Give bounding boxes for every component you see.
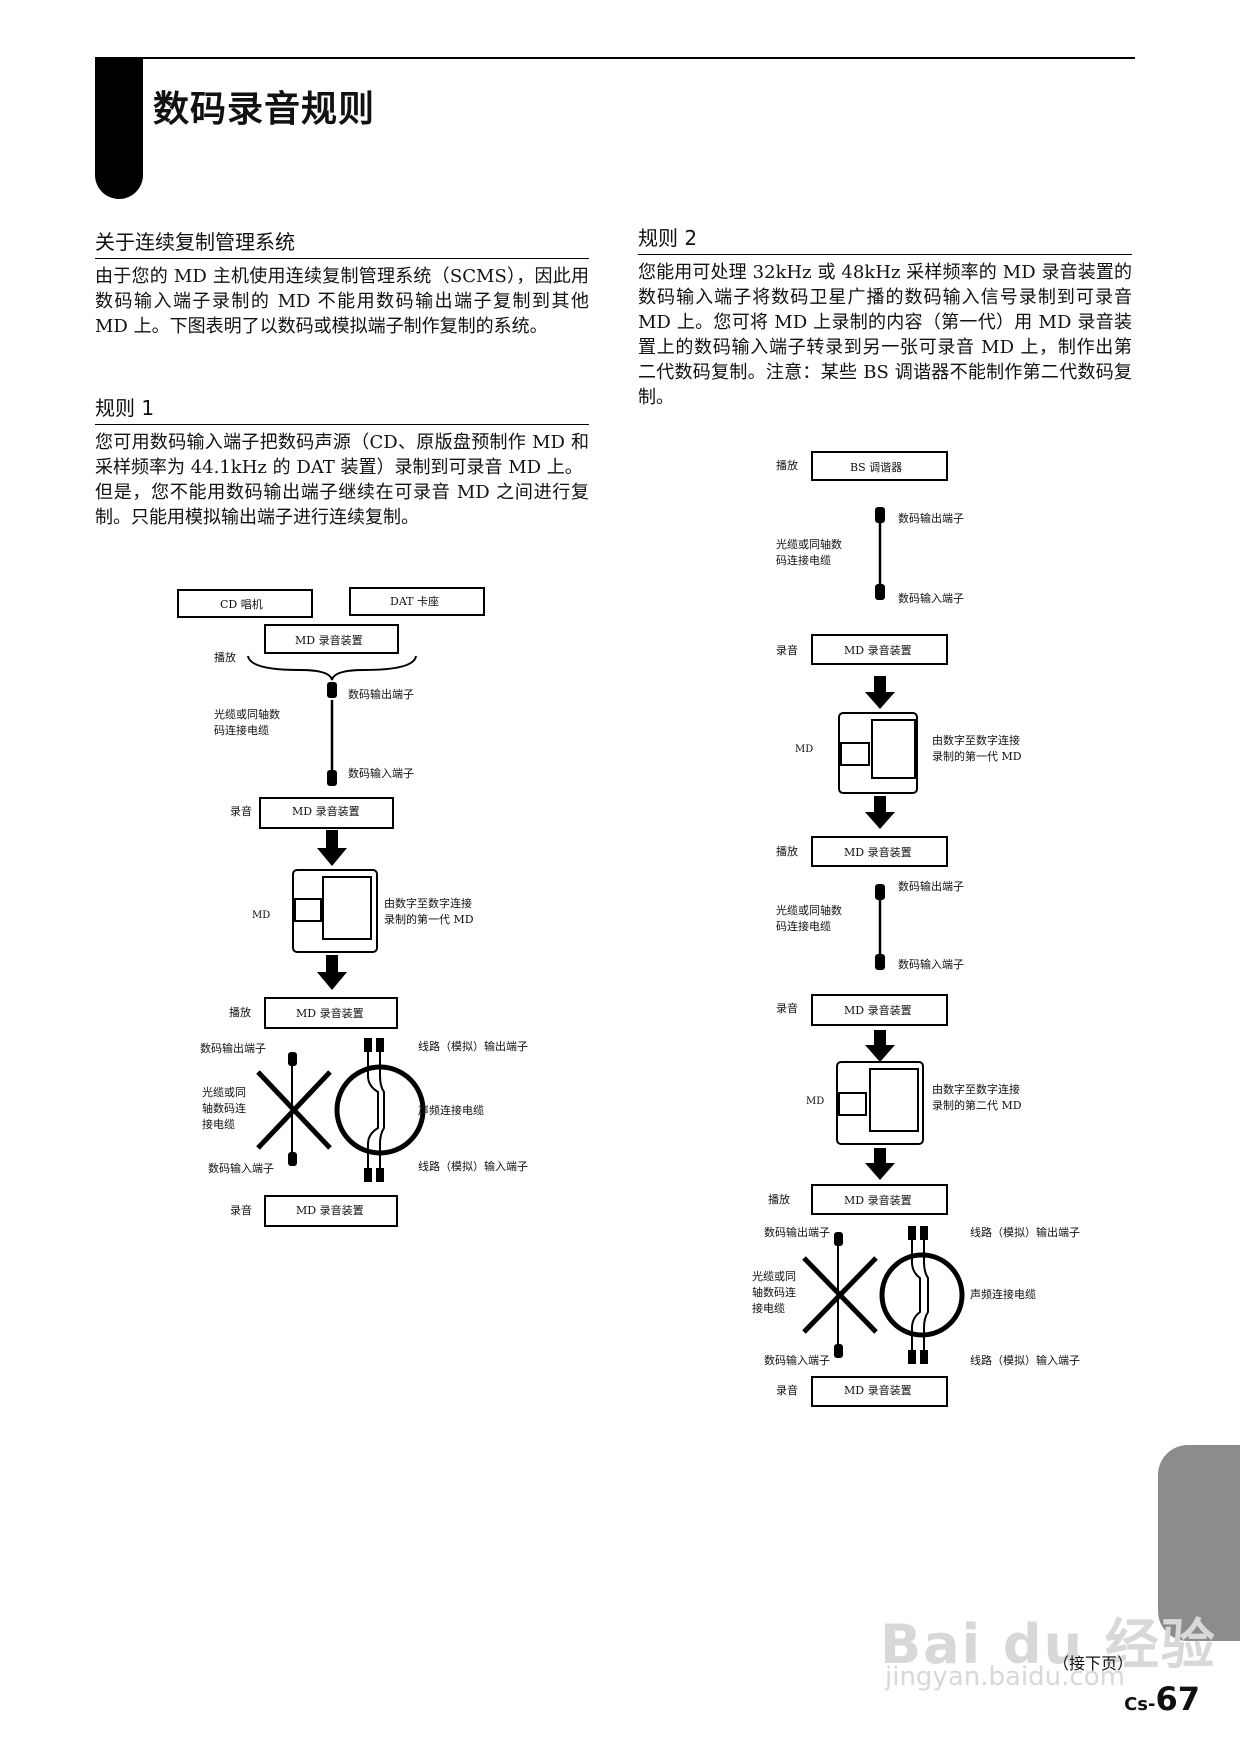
line-in-label-r: 线路（模拟）输入端子 [970,1353,1080,1367]
continued-note: （接下页） [1052,1654,1133,1673]
line-out-label-1: 线路（模拟）输出端子 [418,1039,528,1053]
cable-label-r1b: 码连接电缆 [776,554,831,567]
audio-cable-label-r: 声频连接电缆 [970,1287,1036,1301]
bs-tuner-label: BS 调谐器 [850,460,902,474]
digital-out-label-1: 数码输出端子 [348,687,414,701]
md-recorder-label-1: MD 录音装置 [295,633,363,647]
play-label-2: 播放 [229,1005,251,1019]
first-gen-label-r1a: 由数字至数字连接 [932,733,1020,747]
first-gen-label-1a: 由数字至数字连接 [384,896,472,910]
md-label-r2: MD [806,1096,824,1107]
dat-deck-box [349,587,485,616]
cable-label-r1a: 光缆或同轴数 [776,537,842,551]
cable-label-1a: 光缆或同轴数 [214,707,280,721]
play-label-r3: 播放 [768,1192,790,1206]
page-title: 数码录音规则 [153,89,376,130]
md-recorder-label-r3: MD 录音装置 [844,1003,912,1017]
rule1-text-1: 您可用数码输入端子把数码声源（CD、原版盘预制作 MD 和采样频率为 44.1k… [95,432,589,478]
watermark-url: jingyan.baidu.com [885,1662,1125,1692]
analog-circle-r [879,1252,965,1338]
audio-cable-label-1: 声频连接电缆 [418,1103,484,1117]
first-gen-label-1b: 录制的第一代 MD [384,912,474,926]
md-recorder-box-4 [264,1195,398,1227]
first-gen-label-r1b: 录制的第一代 MD [932,749,1022,763]
top-rule [95,57,1135,59]
scms-text: 由于您的 MD 主机使用连续复制管理系统（SCMS），因此用数码输入端子录制的 … [95,266,589,337]
page-prefix: Cs- [1124,1694,1156,1715]
digital-in-label-1: 数码输入端子 [348,766,414,780]
digital-in-label-2: 数码输入端子 [208,1161,274,1175]
md-recorder-label-r5: MD 录音装置 [844,1383,912,1397]
cable-label-r2a: 光缆或同轴数 [776,903,842,917]
digital-in-label-r2: 数码输入端子 [898,957,964,971]
rule1-paragraph: 您可用数码输入端子把数码声源（CD、原版盘预制作 MD 和采样频率为 44.1k… [95,430,589,530]
page-number: Cs-67 [1124,1680,1200,1718]
side-tab [1158,1445,1240,1641]
play-label-1: 播放 [214,650,236,664]
md-recorder-box-r1 [811,634,948,665]
bs-tuner-box [811,451,948,481]
md-recorder-label-4: MD 录音装置 [296,1203,364,1217]
cable3-label-b: 轴数码连 [202,1101,246,1115]
line-in-label-1: 线路（模拟）输入端子 [418,1159,528,1173]
md-label-1: MD [252,910,270,921]
watermark: Bai du 经验 [880,1613,1217,1676]
md-recorder-label-r4: MD 录音装置 [844,1193,912,1207]
rule1-heading: 规则 1 [95,392,589,425]
md-recorder-label-2: MD 录音装置 [292,804,360,818]
rule2-heading: 规则 2 [638,222,1132,255]
cable3-label-a: 光缆或同 [202,1085,246,1099]
play-brace [247,655,417,681]
md-recorder-box-2 [259,797,394,829]
record-label-r3: 录音 [776,1383,798,1397]
md-recorder-box-r3 [811,994,948,1026]
digital-out-label-2: 数码输出端子 [200,1041,266,1055]
record-label-r2: 录音 [776,1001,798,1015]
record-label-1: 录音 [230,804,252,818]
section-heading-scms: 关于连续复制管理系统 [95,226,589,259]
dat-deck-label: DAT 卡座 [390,594,439,608]
md-disc-r1 [838,712,918,794]
cd-player-box [177,589,313,618]
md-recorder-label-3: MD 录音装置 [296,1006,364,1020]
play-label-r1: 播放 [776,458,798,472]
digital-in-label-r3: 数码输入端子 [764,1353,830,1367]
md-recorder-box-r4 [811,1184,948,1215]
md-recorder-label-r2: MD 录音装置 [844,845,912,859]
record-label-2: 录音 [230,1203,252,1217]
rule1-text-2: 但是，您不能用数码输出端子继续在可录音 MD 之间进行复制。只能用模拟输出端子进… [95,482,589,528]
line-out-label-r: 线路（模拟）输出端子 [970,1225,1080,1239]
record-label-r1: 录音 [776,643,798,657]
md-recorder-box-3 [264,997,398,1029]
digital-out-label-r3: 数码输出端子 [764,1225,830,1239]
cd-player-label: CD 唱机 [220,597,263,611]
cable-label-r2b: 码连接电缆 [776,920,831,933]
digital-in-label-r1: 数码输入端子 [898,591,964,605]
cable3-label-c: 接电缆 [202,1118,235,1131]
cable3-label-rb: 轴数码连 [752,1285,796,1299]
rule2-paragraph: 您能用可处理 32kHz 或 48kHz 采样频率的 MD 录音装置的数码输入端… [638,260,1132,410]
rule2-text: 您能用可处理 32kHz 或 48kHz 采样频率的 MD 录音装置的数码输入端… [638,262,1132,408]
md-recorder-box-r2 [811,836,948,867]
md-recorder-label-r1: MD 录音装置 [844,643,912,657]
chapter-tab [95,59,143,199]
play-label-r2: 播放 [776,844,798,858]
cable-label-1b: 码连接电缆 [214,724,269,737]
cable3-label-rc: 接电缆 [752,1302,785,1315]
second-gen-label-b: 录制的第二代 MD [932,1098,1022,1112]
page-number-value: 67 [1155,1680,1200,1718]
md-disc-1 [292,869,378,953]
md-recorder-box-1 [264,624,399,654]
cable3-label-ra: 光缆或同 [752,1269,796,1283]
md-recorder-box-r5 [811,1376,948,1407]
second-gen-label-a: 由数字至数字连接 [932,1082,1020,1096]
md-label-r1: MD [795,744,813,755]
scms-paragraph: 由于您的 MD 主机使用连续复制管理系统（SCMS），因此用数码输入端子录制的 … [95,264,589,339]
digital-out-label-r1: 数码输出端子 [898,511,964,525]
digital-out-label-r2: 数码输出端子 [898,879,964,893]
